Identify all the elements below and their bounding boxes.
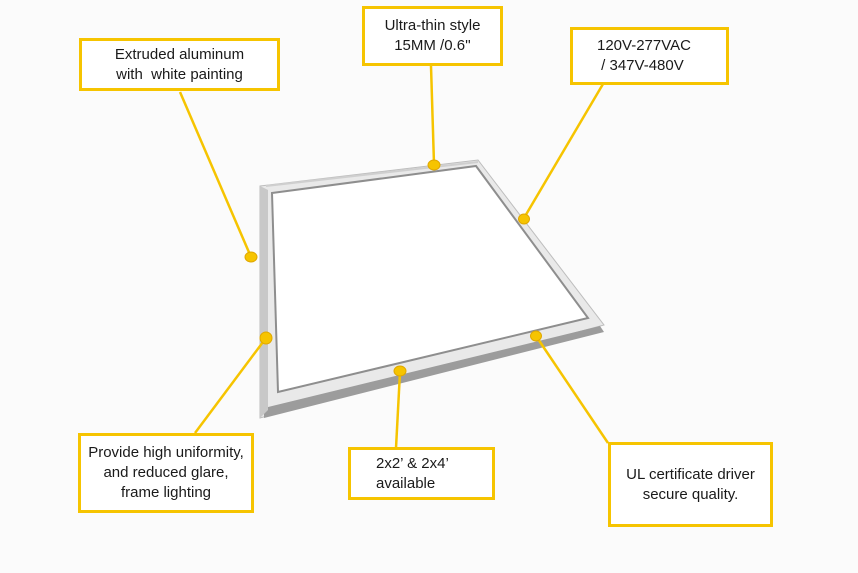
leader-aluminum [178,91,253,258]
callout-sizes-line-1: 2x2’ & 2x4’ [376,454,449,472]
callout-uniformity-line-1: Provide high uniformity, [88,444,244,461]
panel-frame-bottom-edge [264,326,604,418]
callout-driver: UL certificate driver secure quality. [608,442,773,527]
anchor-dot-driver [530,330,542,342]
panel-frame-top-line [265,161,479,187]
panel-frame-left-edge [260,186,268,418]
callout-voltage-line-1: 120V-277VAC [597,37,691,54]
callout-voltage: 120V-277VAC / 347V-480V [570,27,729,85]
leader-voltage [522,83,605,219]
callout-aluminum-line-1: Extruded aluminum [114,45,245,63]
anchor-dot-sizes [393,365,407,377]
leader-thin [429,65,436,165]
panel-diffuser [270,164,590,394]
callout-sizes: 2x2’ & 2x4’ available [348,447,495,500]
callout-voltage-line-2: / 347V-480V [597,57,684,74]
callout-thin-line-2: 15MM /0.6'' [394,37,471,54]
anchor-dot-aluminum [244,251,258,263]
callout-uniformity: Provide high uniformity, and reduced gla… [78,433,254,513]
leader-uniformity [193,337,268,434]
callout-driver-line-2: secure quality. [642,485,739,503]
callout-sizes-line-2: available [376,474,436,492]
leader-driver [534,335,610,444]
callout-driver-line-1: UL certificate driver [626,465,755,483]
callout-thin: Ultra-thin style 15MM /0.6'' [362,6,503,66]
anchor-dot-thin [427,159,441,171]
callout-uniformity-line-3: frame lighting [120,484,212,501]
anchor-dot-voltage [518,213,530,225]
callout-aluminum-line-2: with white painting [116,65,243,83]
anchor-dot-uniformity [259,331,273,345]
leader-sizes [394,371,402,449]
callout-thin-line-1: Ultra-thin style [384,17,481,34]
callout-aluminum: Extruded aluminum with white painting [79,38,280,91]
callout-uniformity-line-2: and reduced glare, [103,464,229,481]
